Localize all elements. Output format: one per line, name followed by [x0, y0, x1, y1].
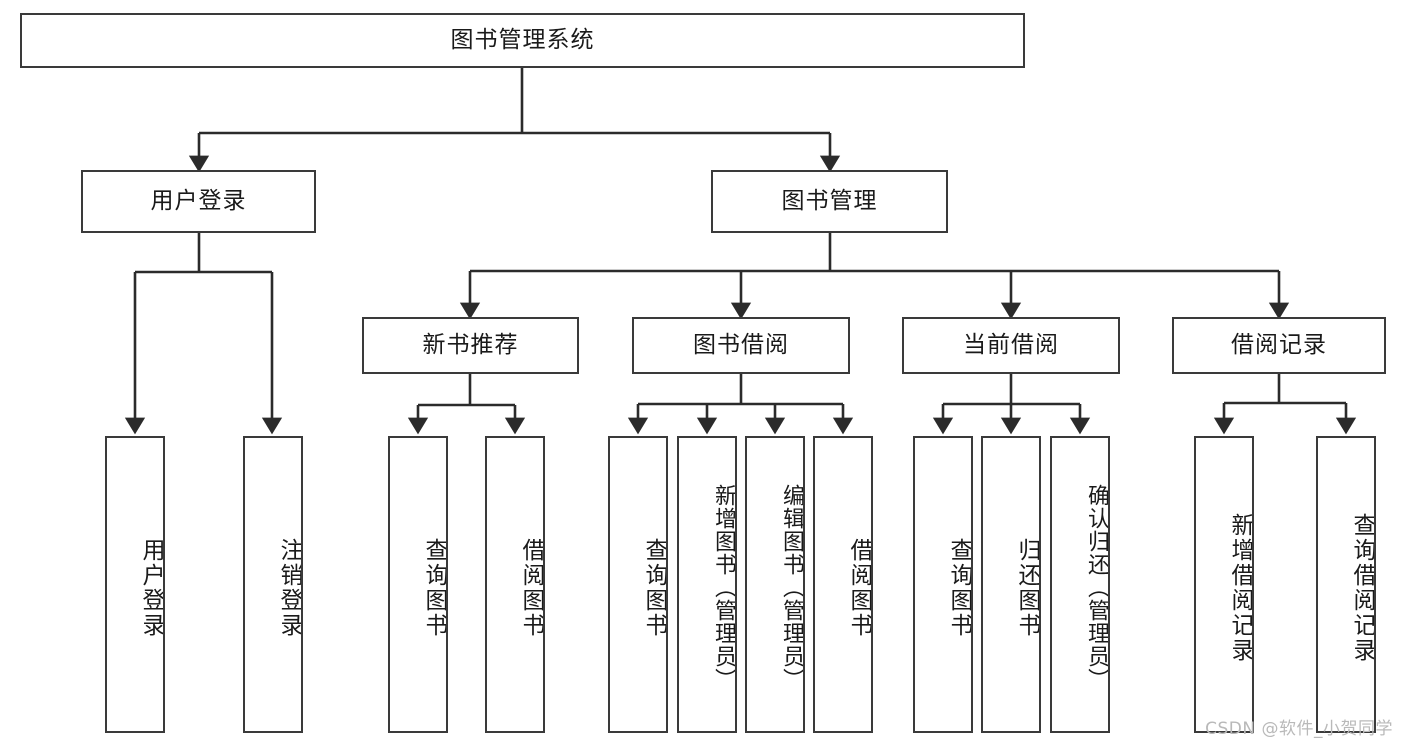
- leaf-confirm-return-admin[interactable]: 确认归还（管理员）: [1050, 436, 1110, 733]
- leaf-add-borrow-record[interactable]: 新增借阅记录: [1194, 436, 1254, 733]
- leaf-user-login[interactable]: 用户登录: [105, 436, 165, 733]
- csdn-watermark: CSDN @软件_小贺同学: [1205, 719, 1393, 739]
- node-label: 查询图书: [641, 537, 667, 638]
- node-label: 查询借阅记录: [1349, 512, 1375, 663]
- leaf-user-logout[interactable]: 注销登录: [243, 436, 303, 733]
- node-new-book-recommend[interactable]: 新书推荐: [362, 317, 579, 374]
- node-label: 图书管理: [781, 187, 878, 214]
- node-borrow-record[interactable]: 借阅记录: [1172, 317, 1386, 374]
- node-label: 查询图书: [421, 537, 447, 638]
- node-label: 借阅图书: [846, 537, 872, 638]
- leaf-return-book[interactable]: 归还图书: [981, 436, 1041, 733]
- node-root-book-management-system[interactable]: 图书管理系统: [20, 13, 1025, 68]
- node-label: 查询图书: [946, 537, 972, 638]
- leaf-query-book-current[interactable]: 查询图书: [913, 436, 973, 733]
- leaf-edit-book-admin[interactable]: 编辑图书（管理员）: [745, 436, 805, 733]
- node-book-management[interactable]: 图书管理: [711, 170, 948, 233]
- node-label: 图书管理系统: [450, 26, 595, 53]
- node-label: 用户登录: [138, 537, 164, 638]
- leaf-query-borrow-record[interactable]: 查询借阅记录: [1316, 436, 1376, 733]
- node-label: 借阅记录: [1231, 331, 1327, 358]
- node-label: 新增图书（管理员）: [711, 484, 736, 691]
- node-label: 编辑图书（管理员）: [779, 484, 804, 691]
- node-label: 确认归还（管理员）: [1084, 484, 1109, 691]
- leaf-add-book-admin[interactable]: 新增图书（管理员）: [677, 436, 737, 733]
- node-label: 注销登录: [276, 537, 302, 638]
- leaf-query-book-recommend[interactable]: 查询图书: [388, 436, 448, 733]
- leaf-query-book-borrow[interactable]: 查询图书: [608, 436, 668, 733]
- node-book-borrow[interactable]: 图书借阅: [632, 317, 850, 374]
- node-current-borrow[interactable]: 当前借阅: [902, 317, 1120, 374]
- node-label: 当前借阅: [963, 331, 1059, 358]
- node-label: 用户登录: [150, 187, 247, 214]
- node-label: 图书借阅: [693, 331, 789, 358]
- node-label: 新书推荐: [422, 331, 519, 358]
- leaf-borrow-book-recommend[interactable]: 借阅图书: [485, 436, 545, 733]
- node-label: 归还图书: [1014, 537, 1040, 638]
- leaf-borrow-book[interactable]: 借阅图书: [813, 436, 873, 733]
- node-user-login[interactable]: 用户登录: [81, 170, 316, 233]
- node-label: 借阅图书: [518, 537, 544, 638]
- node-label: 新增借阅记录: [1227, 512, 1253, 663]
